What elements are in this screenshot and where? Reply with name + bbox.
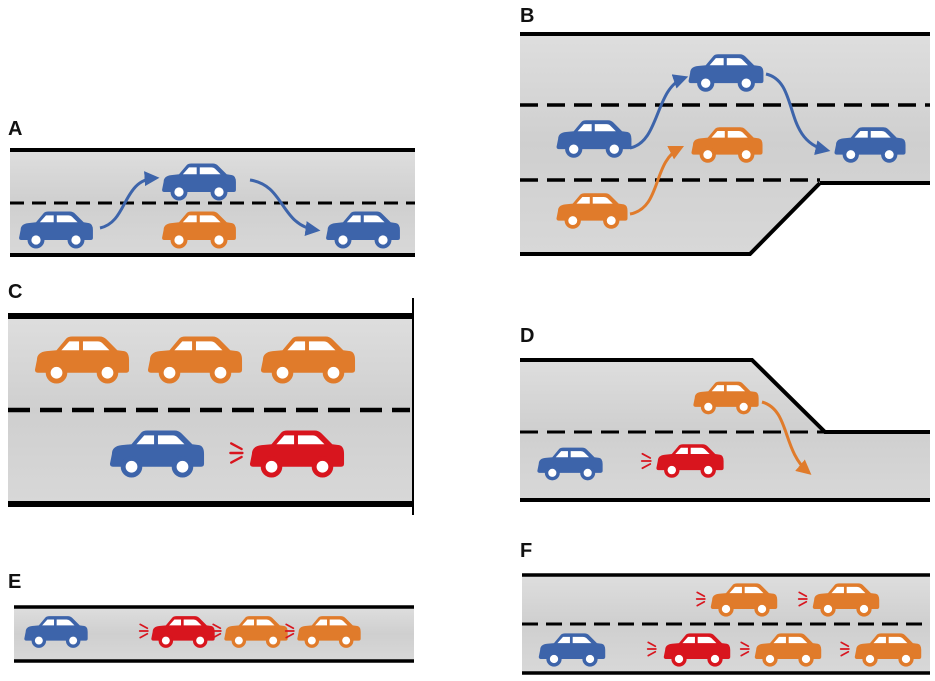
panel-e: E — [8, 571, 414, 663]
panel-f-label: F — [520, 540, 532, 562]
road-d — [520, 360, 930, 500]
lane-change-arrow — [765, 72, 831, 155]
panel-b: B — [520, 5, 930, 256]
merge-arrow — [761, 400, 812, 475]
panel-a-label: A — [8, 118, 22, 140]
panel-f: F — [520, 540, 930, 675]
lane-change-arrow — [629, 74, 689, 150]
panel-c: C — [8, 281, 414, 515]
road-edge-bottom — [520, 181, 822, 256]
panel-e-label: E — [8, 571, 21, 593]
merge-arrow — [629, 145, 685, 216]
road-edge-top — [520, 358, 930, 434]
panel-d: D — [520, 325, 930, 502]
panel-d-label: D — [520, 325, 534, 347]
panel-a: A — [8, 118, 415, 257]
lane-change-arrow — [99, 171, 160, 230]
panel-b-label: B — [520, 5, 534, 27]
panel-c-label: C — [8, 281, 22, 303]
lane-change-arrow — [249, 178, 321, 236]
